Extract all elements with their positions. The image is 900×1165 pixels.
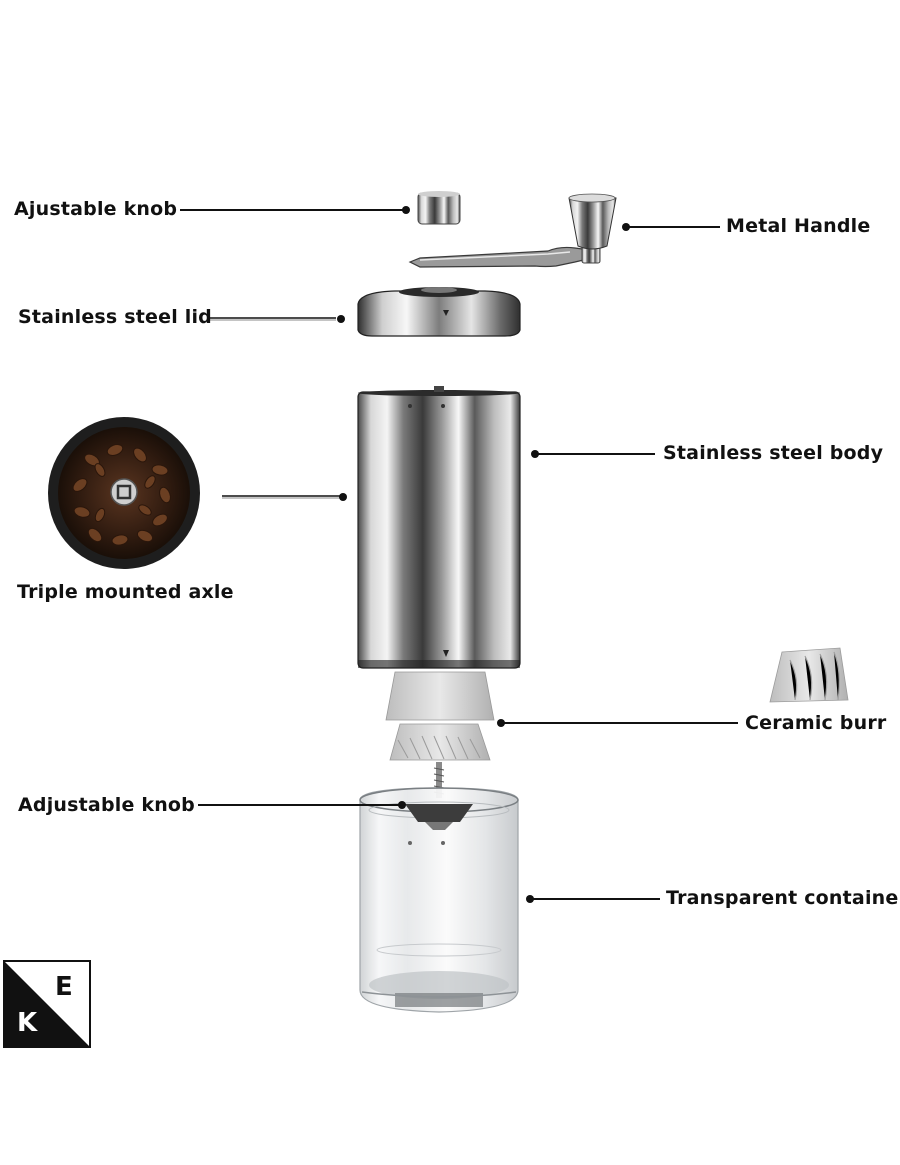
label-triple-mounted-axle: Triple mounted axle <box>17 581 234 603</box>
leader-dots <box>337 206 630 903</box>
axle-inset-image <box>48 417 200 569</box>
lid-part <box>357 287 521 337</box>
burr-part <box>385 671 495 798</box>
label-stainless-steel-body: Stainless steel body <box>663 442 884 464</box>
brand-logo-shape <box>3 960 91 1048</box>
brand-logo: E K <box>3 960 91 1048</box>
body-part <box>357 386 521 669</box>
label-stainless-steel-lid: Stainless steel lid <box>18 306 212 328</box>
label-transparent-container: Transparent container <box>666 887 900 909</box>
label-metal-handle: Metal Handle <box>726 215 871 237</box>
loose-burr-part <box>769 647 849 703</box>
metal-handle-part <box>408 193 617 268</box>
label-adjustable-knob: Adjustable knob <box>18 794 195 816</box>
leader-lines <box>180 209 738 900</box>
label-ceramic-burr: Ceramic burr <box>745 712 887 734</box>
top-knob-part <box>417 191 461 225</box>
logo-letter-e: E <box>55 972 73 1002</box>
container-part <box>359 787 519 1013</box>
label-ajustable-knob: Ajustable knob <box>14 198 178 220</box>
logo-letter-k: K <box>17 1008 38 1038</box>
